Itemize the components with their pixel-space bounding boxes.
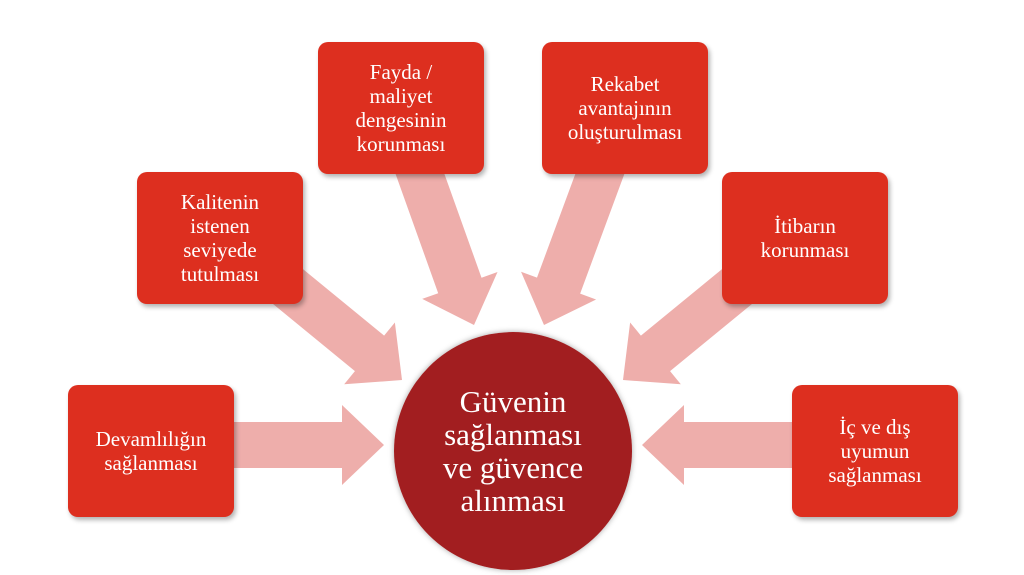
arrow-competitive-advantage [521, 152, 627, 325]
box-compliance: İç ve dış uyumun sağlanması [792, 385, 958, 517]
arrow-continuity [225, 405, 384, 485]
box-reputation: İtibarın korunması [722, 172, 888, 304]
arrow-cost-benefit [393, 152, 498, 325]
box-quality: Kalitenin istenen seviyede tutulması [137, 172, 303, 304]
box-cost-benefit: Fayda / maliyet dengesinin korunması [318, 42, 484, 174]
box-continuity: Devamlılığın sağlanması [68, 385, 234, 517]
center-circle: Güvenin sağlanması ve güvence alınması [394, 332, 632, 570]
box-competitive-advantage: Rekabet avantajının oluşturulması [542, 42, 708, 174]
arrow-compliance [642, 405, 800, 485]
